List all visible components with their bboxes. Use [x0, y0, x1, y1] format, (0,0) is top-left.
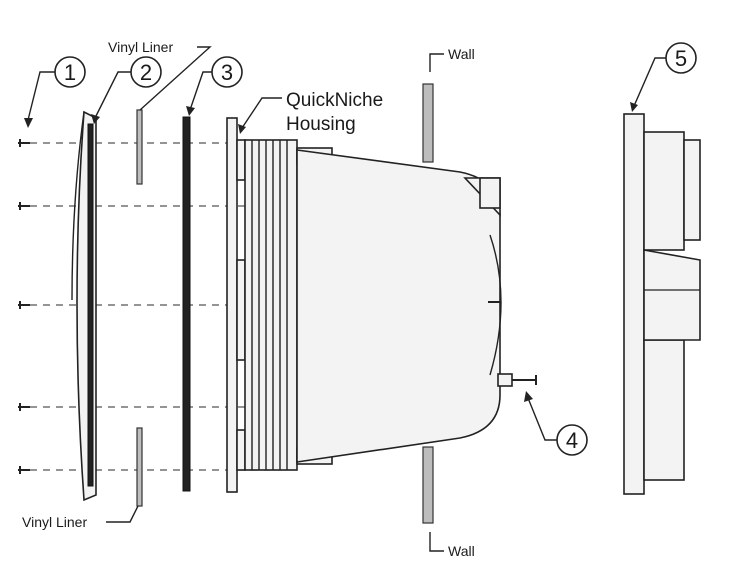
- light-face-plate: [623, 113, 645, 495]
- screws: [18, 139, 30, 474]
- labels: Vinyl Liner Vinyl Liner Wall Wall QuickN…: [22, 39, 475, 559]
- vinyl-liner-bottom-label: Vinyl Liner: [22, 514, 87, 530]
- vinyl-liner-bottom-segment: [136, 427, 143, 507]
- housing-threads: [244, 139, 298, 471]
- callout-1: 1: [24, 56, 86, 128]
- gasket: [87, 123, 94, 487]
- screw: [18, 202, 30, 210]
- wall-top-label: Wall: [448, 46, 475, 62]
- callout-3: 3: [186, 56, 243, 116]
- svg-text:4: 4: [566, 428, 578, 453]
- screw: [18, 301, 30, 309]
- sealing-gasket: [182, 116, 191, 492]
- callouts: 1 2 3 4 5: [24, 42, 697, 456]
- vinyl-liner-top-label: Vinyl Liner: [108, 39, 173, 55]
- screw: [18, 403, 30, 411]
- wall-bottom-label: Wall: [448, 543, 475, 559]
- screw: [18, 139, 30, 147]
- svg-text:2: 2: [140, 60, 152, 85]
- callout-5: 5: [630, 42, 697, 112]
- screw: [18, 466, 30, 474]
- svg-text:1: 1: [64, 60, 76, 85]
- housing-flange: [226, 117, 238, 493]
- grounding-screw: [497, 373, 537, 387]
- wall-top-section: [422, 83, 434, 163]
- wall-bottom-section: [422, 446, 434, 524]
- vinyl-liner-top-segment: [136, 109, 143, 185]
- svg-text:3: 3: [221, 60, 233, 85]
- housing-label-line2: Housing: [286, 114, 356, 135]
- callout-2: 2: [91, 56, 162, 124]
- callout-4: 4: [524, 391, 588, 456]
- svg-text:5: 5: [675, 46, 687, 71]
- housing-label-line1: QuickNiche: [286, 90, 383, 111]
- light-fixture: [623, 113, 701, 495]
- quickniche-housing: [226, 117, 502, 493]
